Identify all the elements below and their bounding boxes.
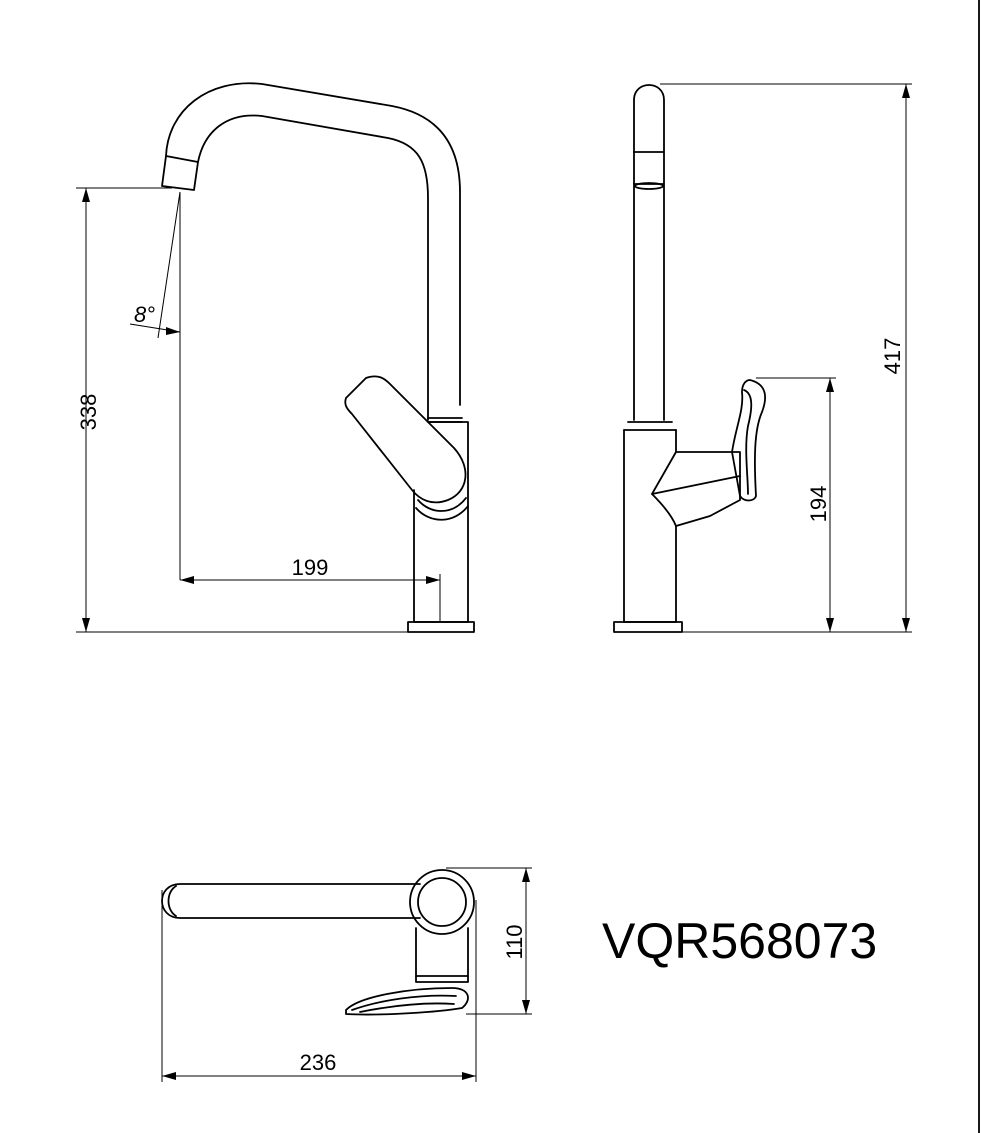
side-cartridge bbox=[675, 451, 741, 527]
top-view: 110 236 bbox=[161, 867, 532, 1082]
top-body-ring bbox=[409, 869, 475, 935]
dim-top-depth: 110 bbox=[502, 924, 527, 959]
side-base bbox=[613, 621, 683, 633]
top-lever bbox=[345, 987, 469, 1016]
front-spout-inner bbox=[197, 114, 429, 421]
front-view: 8° 338 199 bbox=[76, 82, 475, 633]
front-aerator bbox=[161, 155, 199, 191]
angle-label: 8° bbox=[134, 302, 155, 327]
top-spout-arm bbox=[161, 883, 421, 919]
dim-spout-reach: 199 bbox=[292, 555, 329, 580]
dim-spout-height: 338 bbox=[76, 394, 101, 431]
dim-top-length: 236 bbox=[300, 1050, 337, 1075]
front-spout-outer bbox=[165, 82, 461, 406]
front-base bbox=[407, 621, 475, 633]
front-lever bbox=[344, 375, 467, 504]
side-view: 417 194 bbox=[613, 83, 912, 633]
top-cartridge bbox=[415, 927, 469, 983]
model-number: VQR568073 bbox=[602, 913, 877, 969]
side-body bbox=[623, 429, 677, 623]
side-spout-tube bbox=[633, 84, 665, 421]
dim-total-height: 417 bbox=[880, 338, 905, 375]
side-lever bbox=[731, 379, 766, 502]
dim-handle-height: 194 bbox=[806, 486, 831, 523]
front-body bbox=[413, 421, 469, 623]
